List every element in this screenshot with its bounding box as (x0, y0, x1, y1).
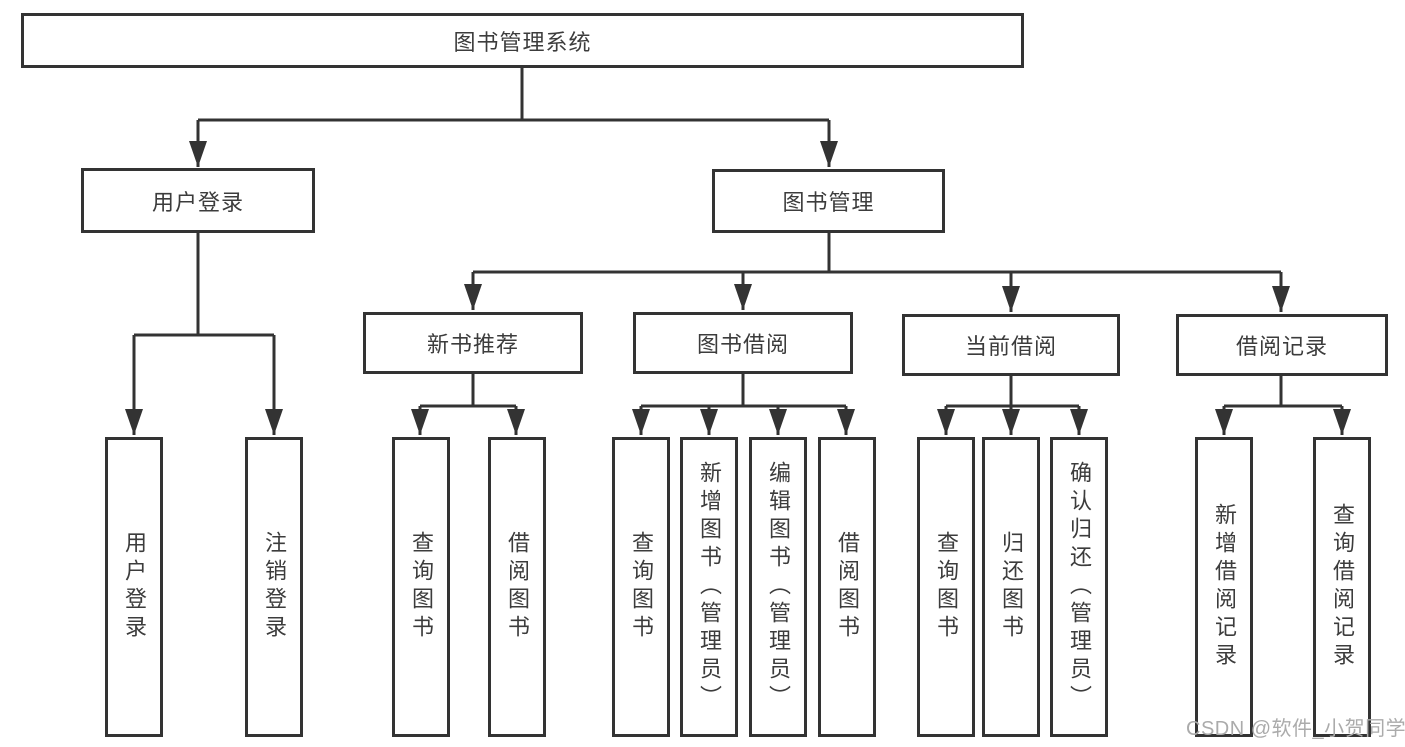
connector-current-to-children (937, 376, 1088, 435)
node-library-system: 图书管理系统 (21, 13, 1024, 68)
connector-mgmt-to-tier3 (464, 233, 1290, 312)
node-new-book-recommend: 新书推荐 (363, 312, 583, 374)
leaf-confirm-return-admin: 确认归还（管理员） (1050, 437, 1108, 737)
leaf-query-borrow-record: 查询借阅记录 (1313, 437, 1371, 737)
connector-records-to-children (1215, 376, 1351, 435)
node-new-book-recommend-label: 新书推荐 (426, 332, 519, 357)
leaf-add-book-admin: 新增图书（管理员） (680, 437, 738, 737)
leaf-add-book-admin-label: 新增图书（管理员） (697, 461, 722, 713)
node-user-login: 用户登录 (81, 168, 315, 233)
connector-newbooks-to-children (411, 374, 525, 435)
node-user-login-label: 用户登录 (151, 189, 244, 215)
leaf-return-books: 归还图书 (982, 437, 1040, 737)
node-current-borrowing: 当前借阅 (902, 314, 1120, 376)
leaf-borrow-books-recommend: 借阅图书 (488, 437, 546, 737)
node-library-system-label: 图书管理系统 (453, 29, 592, 55)
leaf-edit-book-admin-label: 编辑图书（管理员） (766, 461, 791, 713)
leaf-borrow-books: 借阅图书 (818, 437, 876, 737)
leaf-query-books-recommend-label: 查询图书 (409, 531, 434, 643)
node-book-borrowing-label: 图书借阅 (696, 332, 789, 357)
leaf-query-books-borrowing-label: 查询图书 (629, 531, 654, 643)
leaf-logout-label: 注销登录 (262, 531, 287, 643)
leaf-logout: 注销登录 (245, 437, 303, 737)
node-book-borrowing: 图书借阅 (633, 312, 853, 374)
leaf-add-borrow-record: 新增借阅记录 (1195, 437, 1253, 737)
node-borrowing-records-label: 借阅记录 (1235, 334, 1328, 359)
leaf-add-borrow-record-label: 新增借阅记录 (1212, 503, 1237, 671)
leaf-confirm-return-admin-label: 确认归还（管理员） (1067, 461, 1092, 713)
leaf-query-books-current-label: 查询图书 (934, 531, 959, 643)
leaf-user-login-label: 用户登录 (122, 531, 147, 643)
csdn-watermark: CSDN @软件_小贺同学 (1186, 718, 1405, 740)
node-current-borrowing-label: 当前借阅 (964, 334, 1057, 359)
leaf-edit-book-admin: 编辑图书（管理员） (749, 437, 807, 737)
leaf-return-books-label: 归还图书 (999, 531, 1024, 643)
leaf-borrow-books-label: 借阅图书 (835, 531, 860, 643)
node-book-management-label: 图书管理 (782, 190, 875, 215)
leaf-query-borrow-record-label: 查询借阅记录 (1330, 503, 1355, 671)
node-book-management: 图书管理 (712, 169, 945, 233)
connector-borrowing-to-children (632, 374, 855, 435)
node-borrowing-records: 借阅记录 (1176, 314, 1388, 376)
leaf-user-login: 用户登录 (105, 437, 163, 737)
leaf-borrow-books-recommend-label: 借阅图书 (505, 531, 530, 643)
leaf-query-books-recommend: 查询图书 (392, 437, 450, 737)
connector-root-to-tier2 (189, 68, 838, 167)
connector-login-to-children (125, 233, 283, 435)
leaf-query-books-current: 查询图书 (917, 437, 975, 737)
leaf-query-books-borrowing: 查询图书 (612, 437, 670, 737)
